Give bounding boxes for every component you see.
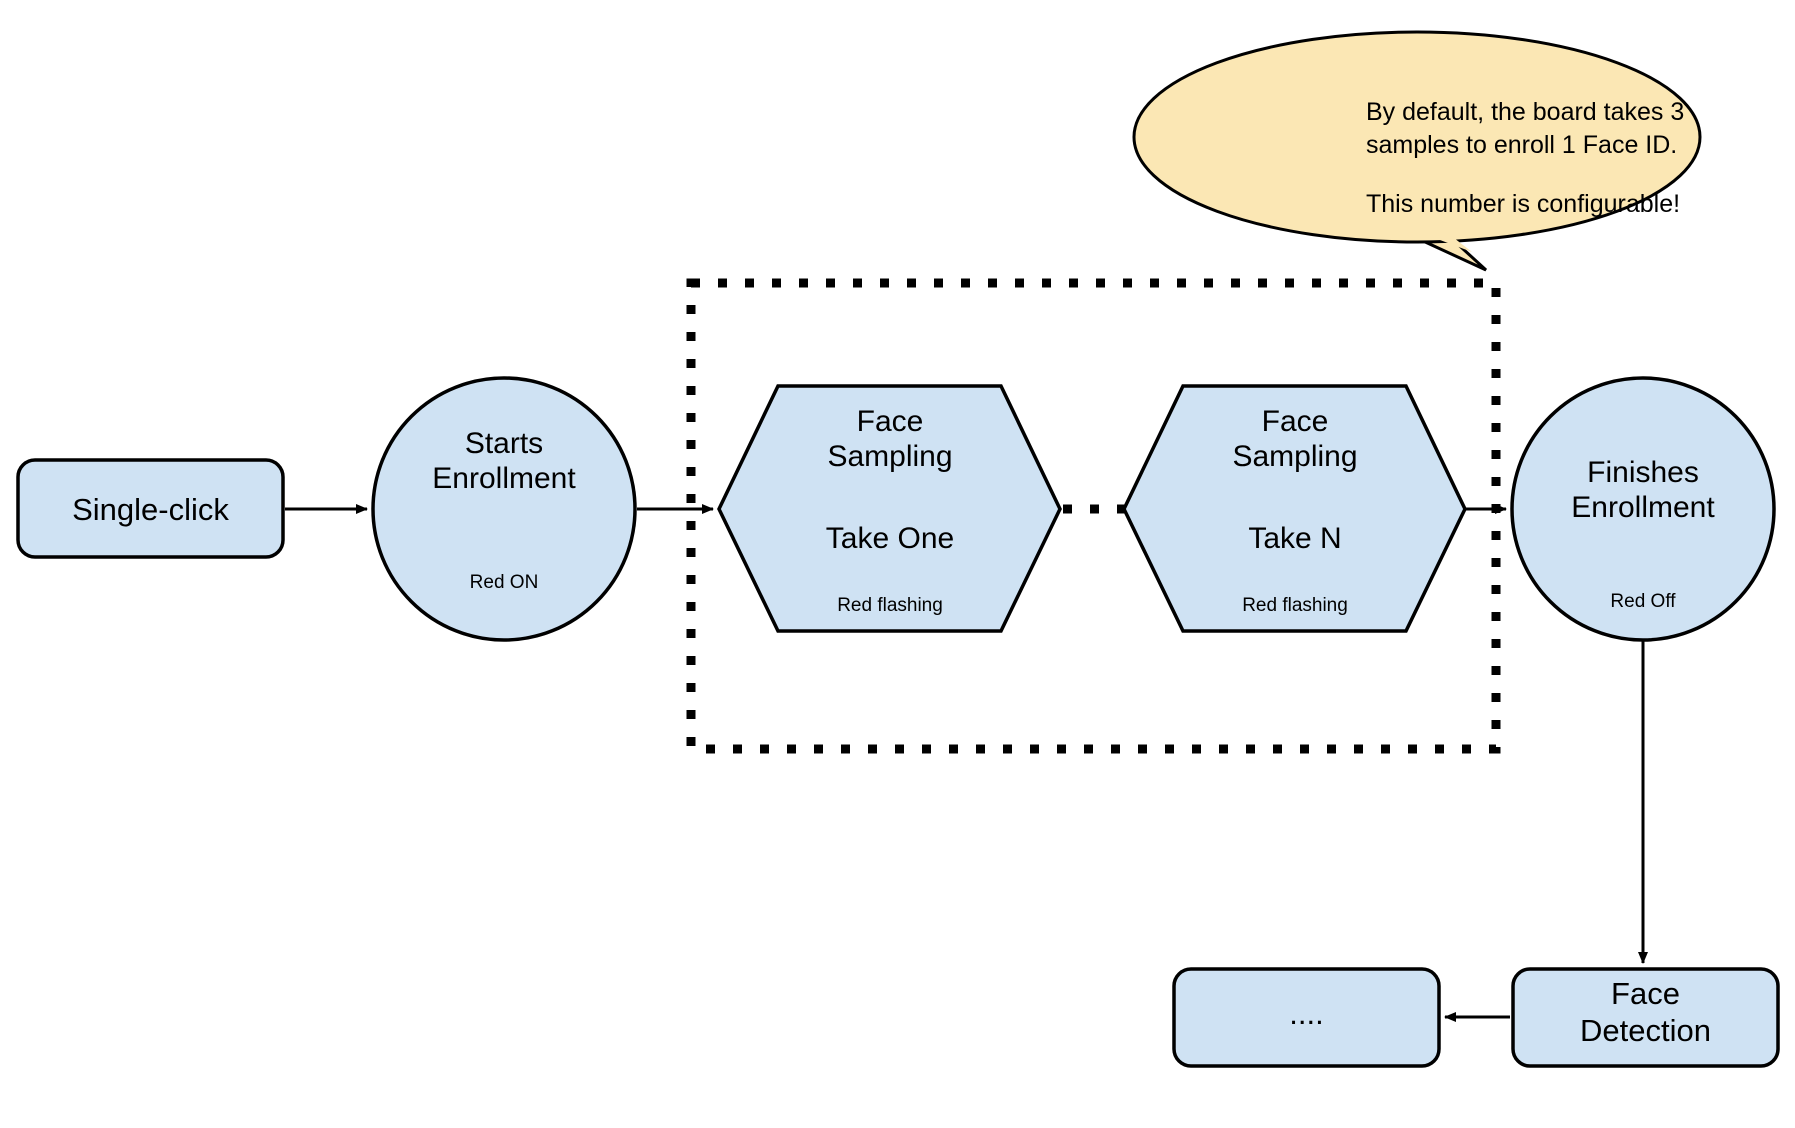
node-face-sampling-take-n[interactable] xyxy=(1124,386,1465,631)
node-single-click-shape[interactable] xyxy=(16,458,285,559)
node-face-sampling-take-one-shape[interactable] xyxy=(717,384,1062,633)
callout-bubble xyxy=(1132,30,1702,244)
node-starts-enrollment-shape[interactable] xyxy=(371,376,637,642)
node-continuation-shape[interactable] xyxy=(1172,967,1441,1068)
node-single-click[interactable] xyxy=(18,460,283,557)
node-finishes-enrollment[interactable] xyxy=(1512,378,1774,640)
node-face-detection-shape[interactable] xyxy=(1511,967,1780,1068)
node-starts-enrollment[interactable] xyxy=(373,378,635,640)
node-continuation[interactable] xyxy=(1174,969,1439,1066)
callout-note[interactable] xyxy=(1134,32,1700,242)
node-face-sampling-take-one[interactable] xyxy=(719,386,1060,631)
callout-tail-seam xyxy=(1408,210,1472,252)
node-face-detection[interactable] xyxy=(1513,969,1778,1066)
